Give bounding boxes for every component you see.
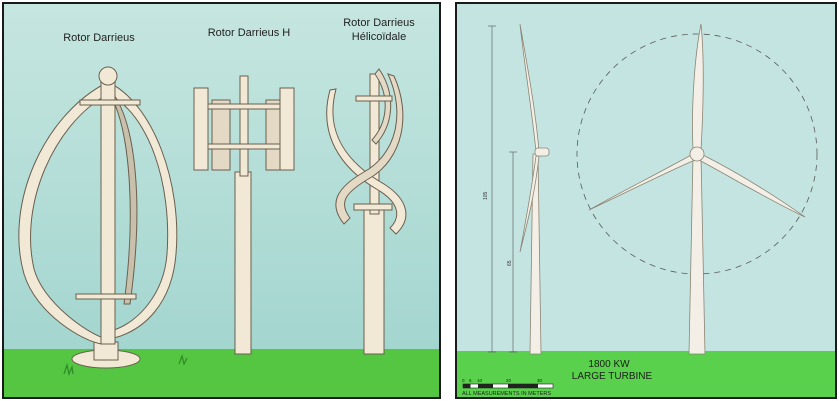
rotor-illustration (4, 4, 439, 397)
front-view-turbine (576, 23, 818, 355)
scale-bar (462, 383, 554, 389)
height-65-label: 65 (507, 260, 513, 266)
turbine-type: LARGE TURBINE (571, 371, 653, 382)
darrieus-label: Rotor Darrieus (63, 32, 135, 44)
height-105-label: 105 (483, 191, 489, 200)
vertical-axis-rotors-panel: Rotor Darrieus Rotor Darrieus H Rotor Da… (2, 2, 441, 399)
helicoidal-label: Rotor Darrieus Hélicoïdale (319, 16, 439, 44)
turbine-illustration (457, 4, 835, 397)
grass-ground (457, 351, 835, 397)
darrieus-rotor (18, 66, 178, 369)
helicoidal-label-line1: Rotor Darrieus (343, 17, 415, 29)
side-view-turbine (519, 23, 550, 355)
darrieus-h-rotor (193, 75, 295, 355)
scale-tick: 20 (506, 378, 512, 383)
scale-note: ALL MEASUREMENTS IN METERS (462, 391, 552, 397)
dimension-lines (488, 25, 517, 353)
power-rating: 1800 KW (588, 359, 630, 370)
scale-tick: 0 (462, 378, 465, 383)
scale-tick: 5 (469, 378, 472, 383)
large-turbine-panel: 105 65 1800 KW LARGE TURBINE 0 5 10 20 3… (455, 2, 837, 399)
scale-tick: 30 (537, 378, 543, 383)
helicoidal-label-line2: Hélicoïdale (351, 31, 407, 43)
darrieus-h-label: Rotor Darrieus H (207, 27, 291, 39)
scale-tick: 10 (477, 378, 483, 383)
helical-rotor (326, 68, 407, 355)
